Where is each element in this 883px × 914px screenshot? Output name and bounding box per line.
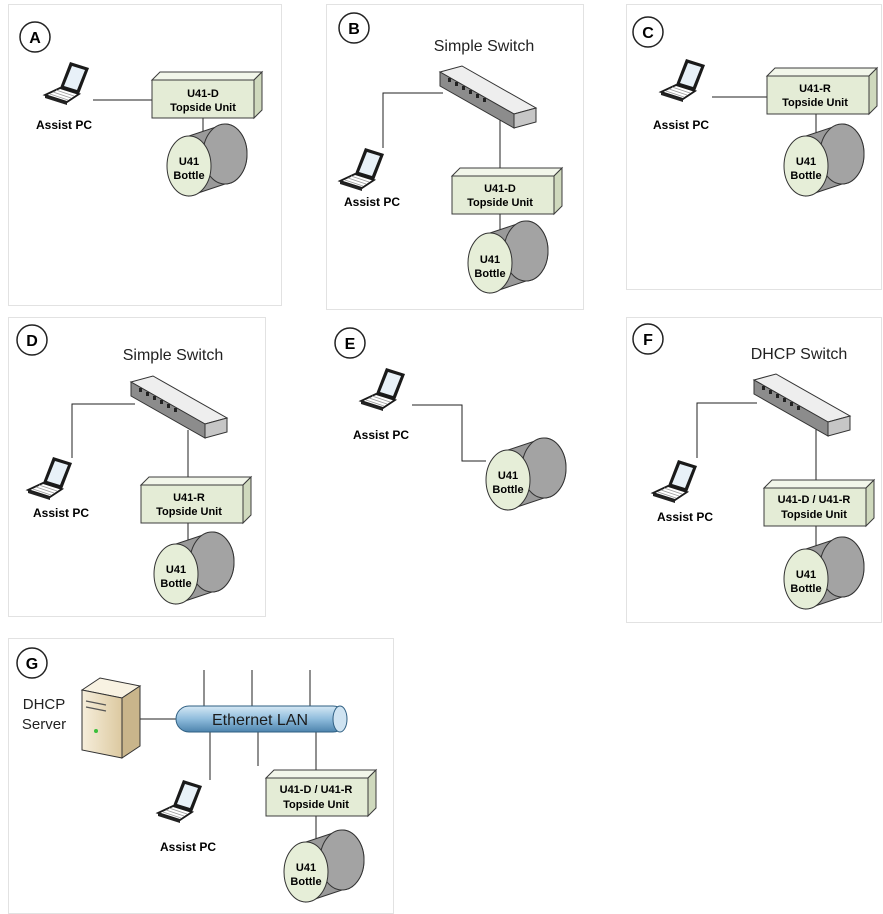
- badge-b-label: B: [348, 21, 360, 38]
- badge-f: [632, 323, 664, 355]
- server-icon: [80, 677, 142, 759]
- laptop-icon: [652, 459, 698, 504]
- bottle-model-label: U41: [296, 862, 316, 874]
- link-switch-pc: [696, 402, 757, 458]
- diagram-g: G DHCP Server Ethernet LAN Assist PC U41…: [16, 647, 377, 903]
- link-switch-pc: [71, 403, 135, 458]
- laptop-icon: [339, 147, 385, 192]
- unit-model-label: U41-D / U41-R: [280, 784, 353, 796]
- laptop-icon: [360, 367, 406, 412]
- unit-model-label: U41-D: [187, 88, 219, 100]
- switch-icon: [130, 375, 228, 439]
- badge-g-label: G: [26, 656, 38, 673]
- bottle-type-label: Bottle: [290, 876, 321, 888]
- unit-type-label: Topside Unit: [170, 102, 236, 114]
- unit-type-label: Topside Unit: [781, 509, 847, 521]
- badge-d: [16, 324, 48, 356]
- badge-f-label: F: [643, 332, 653, 349]
- link-pc-bottle: [412, 404, 486, 462]
- pc-label: Assist PC: [657, 510, 713, 524]
- unit-type-label: Topside Unit: [156, 506, 222, 518]
- unit-model-label: U41-R: [799, 83, 831, 95]
- laptop-icon: [27, 456, 73, 501]
- bottle-type-label: Bottle: [173, 170, 204, 182]
- unit-model-label: U41-D: [484, 183, 516, 195]
- bottle-type-label: Bottle: [492, 484, 523, 496]
- badge-c: [632, 16, 664, 48]
- pc-label: Assist PC: [344, 195, 400, 209]
- badge-g: [16, 647, 48, 679]
- bottle-model-label: U41: [796, 569, 816, 581]
- laptop-icon: [157, 779, 203, 824]
- bottle-type-label: Bottle: [790, 170, 821, 182]
- badge-a-label: A: [29, 30, 41, 47]
- diagram-a: A Assist PC U41-D Topside Unit U41 Bottl…: [19, 21, 263, 197]
- lan-label: Ethernet LAN: [212, 712, 308, 729]
- badge-b: [338, 12, 370, 44]
- bottle-type-label: Bottle: [474, 268, 505, 280]
- link-switch-pc: [382, 92, 443, 148]
- ethernet-lan-pipe: Ethernet LAN: [175, 705, 348, 733]
- bottle-model-label: U41: [498, 470, 518, 482]
- badge-e-label: E: [345, 336, 356, 353]
- bottle-model-label: U41: [166, 564, 186, 576]
- laptop-icon: [660, 58, 706, 103]
- unit-type-label: Topside Unit: [467, 197, 533, 209]
- bottle-model-label: U41: [796, 156, 816, 168]
- server-label-line2: Server: [22, 716, 66, 733]
- diagram-c: C Assist PC U41-R Topside Unit U41 Bottl…: [632, 16, 878, 197]
- diagram-d: D Simple Switch Assist PC U41-R Topside …: [16, 324, 252, 605]
- badge-d-label: D: [26, 333, 38, 350]
- laptop-icon: [44, 61, 90, 106]
- diagram-e: E Assist PC U41 Bottle: [334, 327, 567, 511]
- bottle-type-label: Bottle: [160, 578, 191, 590]
- bottle-model-label: U41: [480, 254, 500, 266]
- switch-label: Simple Switch: [123, 347, 223, 364]
- badge-c-label: C: [642, 25, 654, 42]
- badge-e: [334, 327, 366, 359]
- switch-icon: [753, 373, 851, 437]
- server-label-line1: DHCP: [23, 696, 66, 713]
- unit-model-label: U41-R: [173, 492, 205, 504]
- switch-label: DHCP Switch: [751, 346, 848, 363]
- pc-label: Assist PC: [353, 428, 409, 442]
- pc-label: Assist PC: [653, 118, 709, 132]
- unit-type-label: Topside Unit: [782, 97, 848, 109]
- badge-a: [19, 21, 51, 53]
- unit-type-label: Topside Unit: [283, 799, 349, 811]
- switch-icon: [439, 65, 537, 129]
- diagram-b: B Simple Switch Assist PC U41-D Topside …: [338, 12, 563, 294]
- pc-label: Assist PC: [36, 118, 92, 132]
- pc-label: Assist PC: [160, 840, 216, 854]
- pc-label: Assist PC: [33, 506, 89, 520]
- bottle-type-label: Bottle: [790, 583, 821, 595]
- bottle-model-label: U41: [179, 156, 199, 168]
- diagram-f: F DHCP Switch Assist PC U41-D / U41-R To…: [632, 323, 875, 610]
- switch-label: Simple Switch: [434, 38, 534, 55]
- unit-model-label: U41-D / U41-R: [778, 494, 851, 506]
